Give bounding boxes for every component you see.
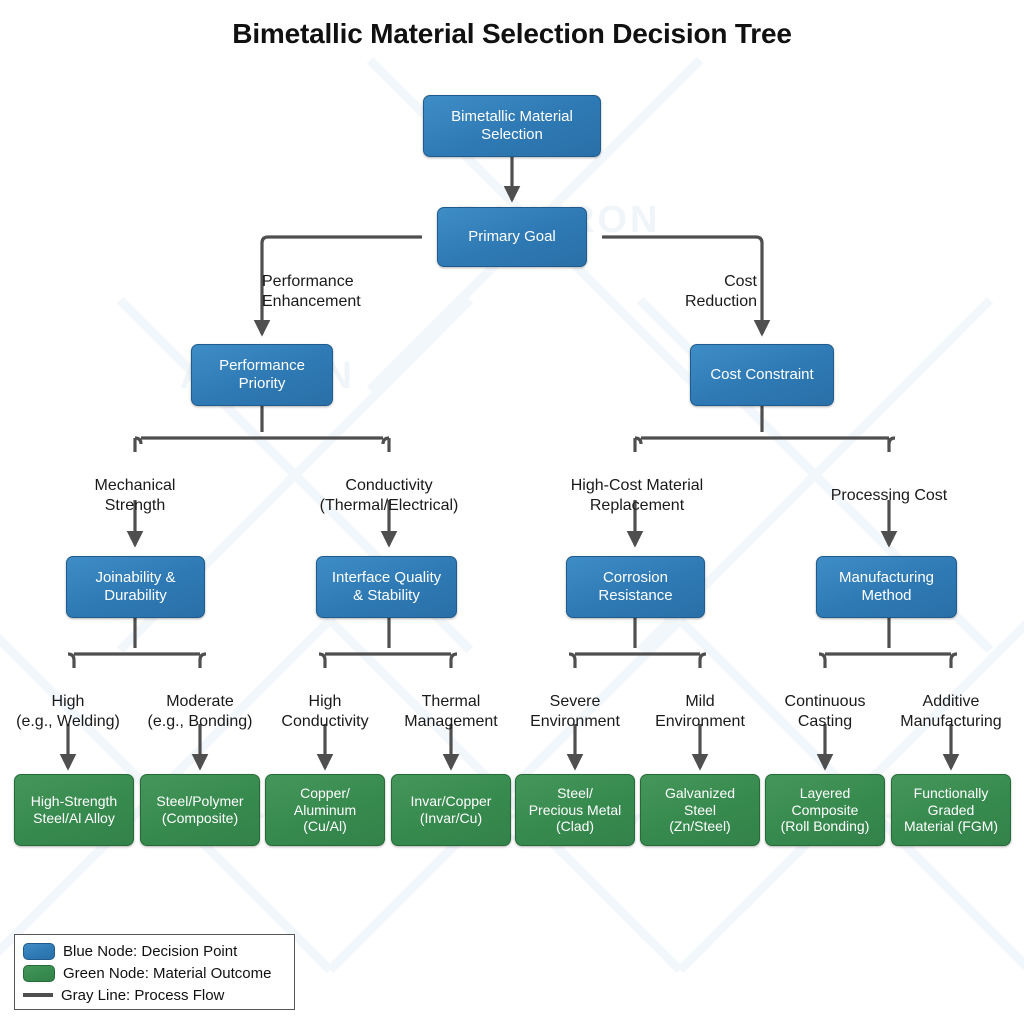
node-joinability-durability-label: Joinability & Durability bbox=[95, 569, 176, 604]
node-outcome-copper-aluminum[interactable]: Copper/ Aluminum (Cu/Al) bbox=[265, 774, 385, 846]
node-corrosion-resistance-label: Corrosion Resistance bbox=[598, 569, 673, 604]
legend-item-gray-line: Gray Line: Process Flow bbox=[23, 984, 286, 1006]
legend-item-green-node: Green Node: Material Outcome bbox=[23, 962, 286, 984]
edge-label-text: Cost Reduction bbox=[684, 273, 757, 311]
edge-label-text: High-Cost Material Replacement bbox=[570, 477, 704, 515]
node-primary-goal-label: Primary Goal bbox=[468, 228, 556, 246]
node-outcome-label: Steel/Polymer (Composite) bbox=[156, 793, 244, 826]
node-outcome-steel-precious-metal-clad[interactable]: Steel/ Precious Metal (Clad) bbox=[515, 774, 635, 846]
node-outcome-label: Invar/Copper (Invar/Cu) bbox=[410, 793, 492, 826]
edge-label-mechanical-strength: Mechanical Strength bbox=[45, 456, 225, 516]
legend-label: Green Node: Material Outcome bbox=[63, 964, 272, 982]
node-manufacturing-method[interactable]: Manufacturing Method bbox=[816, 556, 957, 618]
edge-label-text: Mechanical Strength bbox=[94, 477, 176, 515]
legend: Blue Node: Decision Point Green Node: Ma… bbox=[14, 934, 295, 1010]
edge-label-performance-enhancement: Performance Enhancement bbox=[262, 252, 442, 312]
node-root[interactable]: Bimetallic Material Selection bbox=[423, 95, 601, 157]
edge-label-text: High (e.g., Welding) bbox=[16, 693, 120, 731]
node-corrosion-resistance[interactable]: Corrosion Resistance bbox=[566, 556, 705, 618]
edge-label-moderate-bonding: Moderate (e.g., Bonding) bbox=[126, 672, 274, 732]
legend-label: Blue Node: Decision Point bbox=[63, 942, 238, 960]
node-joinability-durability[interactable]: Joinability & Durability bbox=[66, 556, 205, 618]
edge-label-thermal-management: Thermal Management bbox=[378, 672, 524, 732]
node-root-label: Bimetallic Material Selection bbox=[451, 108, 573, 143]
edge-label-processing-cost: Processing Cost bbox=[799, 466, 979, 506]
page-title: Bimetallic Material Selection Decision T… bbox=[232, 18, 792, 49]
node-cost-constraint-label: Cost Constraint bbox=[710, 366, 814, 384]
node-interface-quality-stability-label: Interface Quality & Stability bbox=[331, 569, 442, 604]
node-outcome-galvanized-steel[interactable]: Galvanized Steel (Zn/Steel) bbox=[640, 774, 760, 846]
edge-label-text: Additive Manufacturing bbox=[900, 693, 1002, 731]
edge-label-text: Processing Cost bbox=[830, 487, 948, 505]
edge-label-text: Thermal Management bbox=[404, 693, 498, 731]
node-outcome-label: Functionally Graded Material (FGM) bbox=[903, 785, 999, 835]
edge-label-text: Performance Enhancement bbox=[262, 273, 361, 311]
edge-label-additive-manufacturing: Additive Manufacturing bbox=[874, 672, 1024, 732]
node-outcome-label: Galvanized Steel (Zn/Steel) bbox=[664, 785, 736, 835]
edge-label-conductivity: Conductivity (Thermal/Electrical) bbox=[289, 456, 489, 516]
node-outcome-label: Copper/ Aluminum (Cu/Al) bbox=[293, 785, 357, 835]
edge-label-high-cost-material-replacement: High-Cost Material Replacement bbox=[537, 456, 737, 516]
node-interface-quality-stability[interactable]: Interface Quality & Stability bbox=[316, 556, 457, 618]
blue-node-swatch bbox=[23, 942, 55, 960]
node-outcome-invar-copper[interactable]: Invar/Copper (Invar/Cu) bbox=[391, 774, 511, 846]
legend-label: Gray Line: Process Flow bbox=[61, 986, 225, 1004]
node-performance-priority-label: Performance Priority bbox=[219, 357, 305, 392]
edge-label-text: Severe Environment bbox=[530, 693, 620, 731]
edge-label-text: High Conductivity bbox=[281, 693, 369, 731]
edge-label-high-conductivity: High Conductivity bbox=[254, 672, 396, 732]
edge-label-text: Mild Environment bbox=[655, 693, 745, 731]
edge-label-text: Continuous Casting bbox=[784, 693, 866, 731]
edge-label-text: Moderate (e.g., Bonding) bbox=[147, 693, 253, 731]
legend-item-blue-node: Blue Node: Decision Point bbox=[23, 940, 286, 962]
edge-label-high-welding: High (e.g., Welding) bbox=[0, 672, 142, 732]
node-outcome-label: Steel/ Precious Metal (Clad) bbox=[528, 785, 622, 835]
node-cost-constraint[interactable]: Cost Constraint bbox=[690, 344, 834, 406]
node-outcome-label: Layered Composite (Roll Bonding) bbox=[780, 785, 870, 835]
edge-label-cost-reduction: Cost Reduction bbox=[582, 252, 757, 312]
node-manufacturing-method-label: Manufacturing Method bbox=[838, 569, 935, 604]
edge-label-severe-environment: Severe Environment bbox=[503, 672, 647, 732]
node-outcome-label: High-Strength Steel/Al Alloy bbox=[30, 793, 118, 826]
green-node-swatch bbox=[23, 964, 55, 982]
edge-label-mild-environment: Mild Environment bbox=[628, 672, 772, 732]
edge-label-continuous-casting: Continuous Casting bbox=[753, 672, 897, 732]
node-primary-goal[interactable]: Primary Goal bbox=[437, 207, 587, 267]
edge-label-text: Conductivity (Thermal/Electrical) bbox=[319, 477, 459, 515]
node-outcome-steel-polymer-composite[interactable]: Steel/Polymer (Composite) bbox=[140, 774, 260, 846]
gray-line-swatch bbox=[23, 993, 53, 997]
node-outcome-high-strength-steel-al-alloy[interactable]: High-Strength Steel/Al Alloy bbox=[14, 774, 134, 846]
node-outcome-layered-composite-roll-bonding[interactable]: Layered Composite (Roll Bonding) bbox=[765, 774, 885, 846]
node-performance-priority[interactable]: Performance Priority bbox=[191, 344, 333, 406]
node-outcome-functionally-graded-material[interactable]: Functionally Graded Material (FGM) bbox=[891, 774, 1011, 846]
